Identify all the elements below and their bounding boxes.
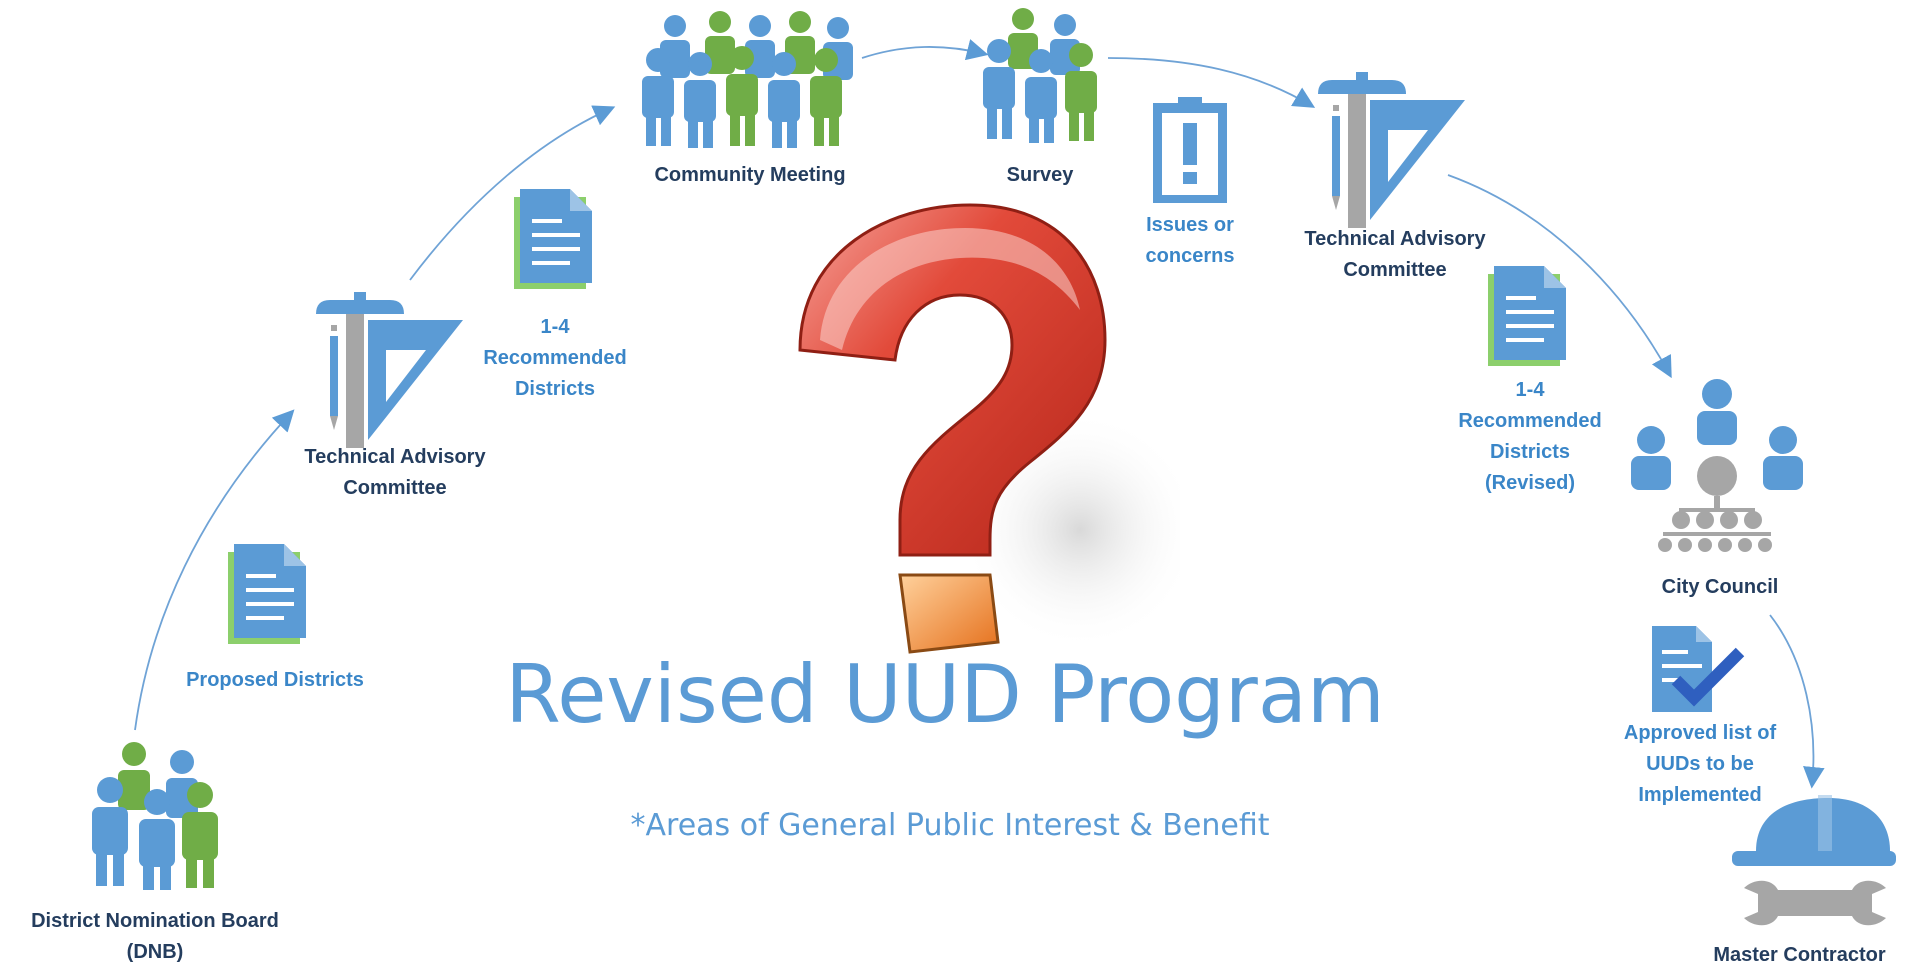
- recommended-districts-label: 1-4 Recommended Districts: [483, 316, 627, 400]
- wrench-icon: [1744, 880, 1886, 926]
- arrow-survey-to-tac2: [1107, 57, 1316, 108]
- drafting-tools-icon: [1318, 72, 1465, 228]
- drafting-tools-icon: [316, 292, 463, 448]
- people-group-icon: [983, 8, 1097, 143]
- proposed-districts-label: Proposed Districts: [186, 669, 364, 691]
- document-icon: [1488, 266, 1566, 366]
- recommended-districts-revised-label: 1-4 Recommended Districts (Revised): [1458, 379, 1602, 494]
- people-group-icon: [92, 742, 218, 890]
- master-contractor-label: Master Contractor: [1713, 944, 1886, 966]
- arrow-dnb-to-tac1: [134, 409, 295, 731]
- org-chart-icon: [1631, 379, 1803, 552]
- page-subtitle: *Areas of General Public Interest & Bene…: [630, 808, 1270, 843]
- arrow-tac2-to-council: [1447, 174, 1672, 379]
- arrow-tac1-to-community: [409, 105, 616, 281]
- arrow-community-to-survey: [861, 39, 989, 61]
- people-group-icon: [642, 11, 853, 148]
- hard-hat-icon: [1732, 795, 1896, 866]
- approved-list-label: Approved list of UUDs to be Implemented: [1623, 722, 1777, 806]
- document-icon: [228, 544, 306, 644]
- issues-label: Issues or concerns: [1145, 214, 1235, 267]
- arrow-council-to-contractor: [1769, 614, 1825, 789]
- dnb-label: District Nomination Board (DNB): [31, 910, 279, 963]
- tac2-label: Technical Advisory Committee: [1304, 228, 1486, 281]
- document-icon: [514, 189, 592, 289]
- community-meeting-label: Community Meeting: [654, 164, 846, 186]
- city-council-label: City Council: [1661, 576, 1779, 598]
- clipboard-alert-icon: [1153, 97, 1227, 203]
- checklist-icon: [1652, 626, 1745, 712]
- survey-label: Survey: [1006, 164, 1074, 186]
- question-mark-icon: [798, 203, 1180, 654]
- tac1-label: Technical Advisory Committee: [304, 446, 486, 499]
- page-title: Revised UUD Program: [505, 648, 1385, 741]
